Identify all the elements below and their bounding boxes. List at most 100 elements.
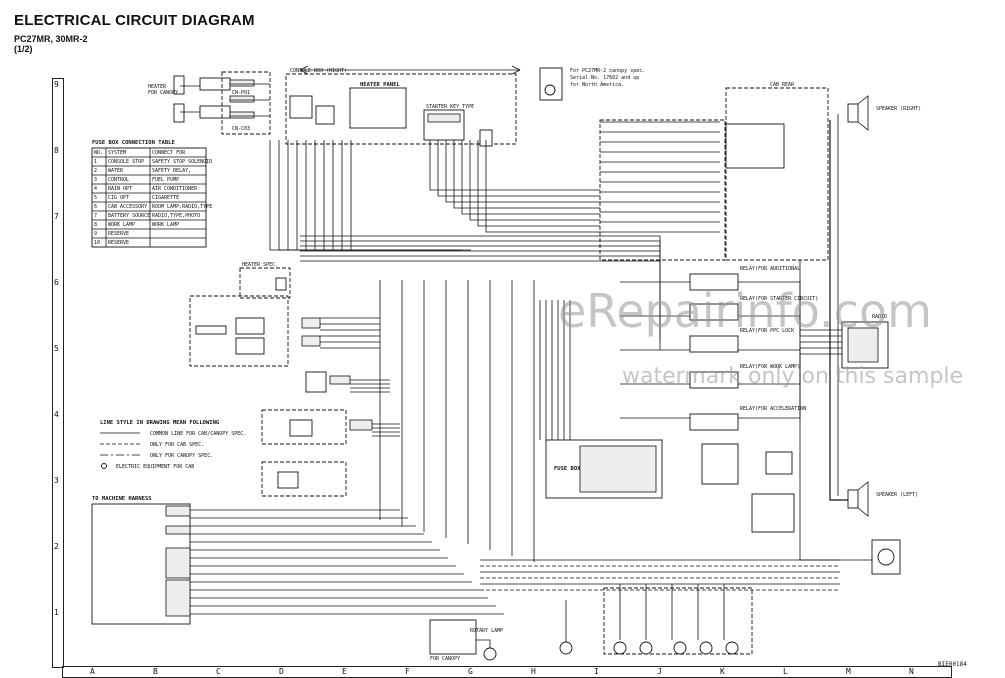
fuse-table-cell: CIGARETTE [152, 195, 179, 201]
cn-p01-label: CN-P01 [232, 90, 250, 96]
fuse-table-cell: CONTROL [108, 177, 129, 183]
page-title: ELECTRICAL CIRCUIT DIAGRAM [14, 12, 255, 29]
console-right-label: CONSOLE BOX (RIGHT) [290, 68, 347, 74]
grid-row-label: 2 [54, 542, 59, 551]
heater-spec-box: HEATER SPEC. [239, 262, 291, 299]
fuse-table-cell: CONSOLE STOP [108, 159, 144, 165]
grid-row-label: 4 [54, 410, 59, 419]
fuse-table-cell: 5 [94, 195, 97, 201]
fuse-table-cell: 8 [94, 222, 97, 228]
fuse-table-cell: WORK LAMP [108, 222, 135, 228]
grid-col-label: I [594, 667, 599, 676]
fuse-table-cell: RESERVE [108, 240, 129, 246]
legend-equipment: ELECTRIC EQUIPMENT FOR CAB [116, 464, 194, 470]
fuse-table-cell: 2 [94, 168, 97, 174]
fuse-table-cell: RADIO,TYPE,PHOTO [152, 213, 200, 219]
fuse-table-cell: SYSTEM [108, 150, 126, 156]
grid-frame-left [52, 78, 64, 668]
page-number: (1/2) [14, 44, 33, 54]
fuse-table-title: FUSE BOX CONNECTION TABLE [92, 140, 175, 146]
relay-ppc-label: RELAY(FOR PPC LOCK [740, 328, 794, 334]
cab-rear-box: CAB REAR SPEAKER (RIGHT) SPEAKER (LEFT) [725, 82, 921, 517]
grid-col-label: L [783, 667, 788, 676]
fuse-table-cell: CAB ACCESSORY [108, 204, 147, 210]
canopy-note-2: Serial No. 17602 and up [570, 75, 639, 81]
machine-harness-block: TO MACHINE HARNESS [91, 496, 191, 625]
fuse-table-cell: RESERVE [108, 231, 129, 237]
relay-group: RELAY(FOR ADDITIONAL RELAY(FOR STARTER C… [689, 266, 818, 431]
grid-col-label: B [153, 667, 158, 676]
drawing-code: BIE00184 [938, 661, 967, 668]
grid-row-label: 3 [54, 476, 59, 485]
relay-addl-label: RELAY(FOR ADDITIONAL [740, 266, 800, 272]
legend-cab: ONLY FOR CAB SPEC. [150, 442, 204, 448]
aircon-spec-2 [261, 461, 347, 497]
fuse-table-cell: 10 [94, 240, 100, 246]
aircon-spec-box [189, 295, 321, 367]
grid-col-label: E [342, 667, 347, 676]
fuse-table-cell: RAIN OPT [108, 186, 132, 192]
grid-row-label: 1 [54, 608, 59, 617]
short-circuit-connector: For PC27MR-2 canopy spec. Serial No. 176… [539, 67, 645, 101]
grid-col-label: J [657, 667, 662, 676]
grid-col-label: G [468, 667, 473, 676]
fuse-table-cell: NO. [94, 150, 103, 156]
fuse-table-cell: 1 [94, 159, 97, 165]
bottom-lamps: FOR CANOPY ROTARY LAMP [429, 587, 753, 662]
for-canopy-label: FOR CANOPY [430, 656, 460, 662]
grid-row-label: 6 [54, 278, 59, 287]
grid-col-label: M [846, 667, 851, 676]
legend-canopy: ONLY FOR CANOPY SPEC. [150, 453, 213, 459]
to-machine-label: TO MACHINE HARNESS [92, 496, 152, 502]
fuse-table-cell: SAFETY RELAY, [152, 168, 191, 174]
fuse-table-cell: 3 [94, 177, 97, 183]
fuse-table-cell: 4 [94, 186, 97, 192]
speaker-left-label: SPEAKER (LEFT) [876, 492, 918, 498]
heater-panel-label: HEATER PANEL [360, 82, 400, 88]
fuse-table-cell: 7 [94, 213, 97, 219]
cab-rear-label: CAB REAR [770, 82, 795, 88]
fuse-table-cell: 9 [94, 231, 97, 237]
heater-spec-label: HEATER SPEC. [242, 262, 278, 268]
speaker-right-label: SPEAKER (RIGHT) [876, 106, 921, 112]
radio-label: RADIO [872, 314, 887, 320]
grid-col-label: F [405, 667, 410, 676]
fuse-box-label: FUSE BOX [554, 466, 581, 472]
grid-row-label: 8 [54, 146, 59, 155]
fuse-table-cell: 6 [94, 204, 97, 210]
cn-c03-label: CN-C03 [232, 126, 250, 132]
grid-row-label: 7 [54, 212, 59, 221]
fuse-table-cell: SAFETY STOP SOLENOID [152, 159, 212, 165]
fuse-table-cell: FUEL PUMP [152, 177, 179, 183]
rotary-lamp-label: ROTARY LAMP [470, 628, 503, 634]
watermark-note: watermark only on this sample [622, 364, 964, 389]
canopy-note-1: For PC27MR-2 canopy spec. [570, 68, 645, 74]
grid-col-label: C [216, 667, 221, 676]
model-label: PC27MR, 30MR-2 [14, 34, 88, 44]
watermark-site: eRepairinfo.com [558, 284, 932, 338]
legend-common: COMMON LINE FOR CAB/CANOPY SPEC. [150, 431, 246, 437]
fuse-box: FUSE BOX [545, 439, 663, 499]
grid-col-label: K [720, 667, 725, 676]
grid-col-label: H [531, 667, 536, 676]
fuse-box-connection-table: FUSE BOX CONNECTION TABLE NO. SYSTEM CONNE… [91, 140, 212, 248]
line-style-title: LINE STYLE IN DRAWING MEAN FOLLOWING [100, 420, 220, 426]
relay-accel-label: RELAY(FOR ACCELERATION [740, 406, 806, 412]
fuse-table-cell: AIR CONDITIONER [152, 186, 198, 192]
grid-row-label: 9 [54, 80, 59, 89]
grid-col-label: N [909, 667, 914, 676]
fuse-table-cell: CONNECT FOR [152, 150, 186, 156]
canopy-note-3: for North America. [570, 82, 624, 88]
fuse-table-cell: ROOM LAMP,RADIO,TYPE [152, 204, 212, 210]
fuse-table-cell: CIG OPT [108, 195, 129, 201]
relay-starter-label: RELAY(FOR STARTER CIRCUIT) [740, 296, 818, 302]
grid-col-label: D [279, 667, 284, 676]
grid-col-label: A [90, 667, 95, 676]
heater-spec-2 [261, 409, 373, 445]
starter-key-label: STARTER KEY TYPE [426, 104, 474, 110]
fuse-table-cell: WATER [108, 168, 124, 174]
fuse-table-cell: BATTERY SOURCE [108, 213, 150, 219]
